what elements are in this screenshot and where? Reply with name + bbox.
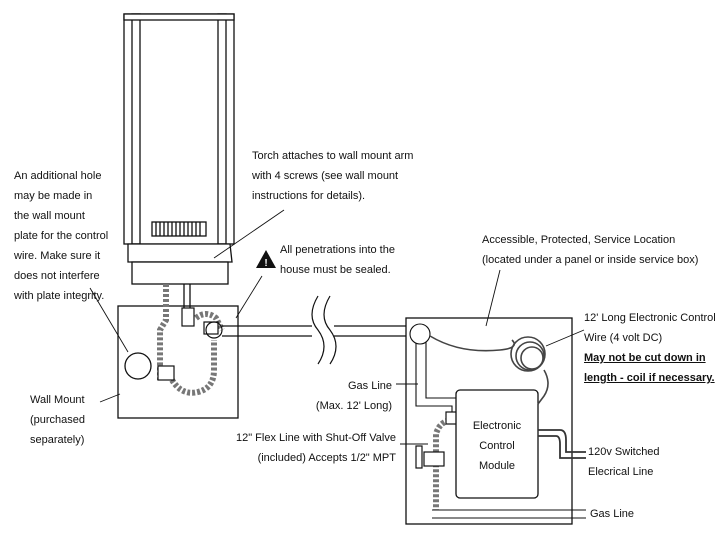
note-line: instructions for details).: [252, 190, 366, 202]
penetrations-note: All penetrations into the house must be …: [280, 240, 395, 280]
electronic-control-module: [455, 389, 539, 499]
note-line: the wall mount: [14, 210, 85, 222]
note-line: separately): [30, 434, 85, 446]
wall-mount-note: Wall Mount (purchased separately): [30, 390, 85, 450]
note-line: 12' Long Electronic Control: [584, 312, 716, 324]
note-line: house must be sealed.: [280, 264, 391, 276]
warning-symbol: !: [264, 258, 267, 269]
note-line: Accessible, Protected, Service Location: [482, 234, 676, 246]
note-line: (purchased: [30, 414, 86, 426]
note-line: Electronic: [472, 420, 522, 432]
gas-line-exit: [432, 509, 586, 519]
note-line: (included) Accepts 1/2" MPT: [257, 452, 396, 464]
warning-triangle-icon: [256, 250, 276, 268]
note-line: wire. Make sure it: [14, 250, 101, 262]
note-line: (located under a panel or inside service…: [482, 254, 699, 266]
note-line: Control: [479, 440, 515, 452]
note-line: Elecrical Line: [588, 466, 654, 478]
additional-hole-note: An additional hole may be made in the wa…: [14, 166, 108, 306]
note-line: Wall Mount: [30, 394, 85, 406]
note-line: All penetrations into the: [280, 244, 395, 256]
note-line: Gas Line: [590, 508, 635, 520]
cut-warning: length - coil if necessary.: [584, 372, 715, 384]
control-module-label: Electronic Control Module: [456, 416, 538, 476]
note-line: plate for the control: [14, 230, 109, 242]
note-line: (Max. 12' Long): [315, 400, 392, 412]
gas-line-long-note: Gas Line (Max. 12' Long): [290, 376, 392, 416]
note-line: with 4 screws (see wall mount: [252, 170, 399, 182]
switched-line-note: 120v Switched Elecrical Line: [588, 442, 660, 482]
control-wire-coil: [429, 335, 549, 405]
gas-line-main: [222, 295, 408, 365]
note-line: Wire (4 volt DC): [584, 332, 663, 344]
note-line: Gas Line: [347, 380, 392, 392]
leader-lines: [89, 209, 585, 445]
note-line: does not interfere: [14, 270, 100, 282]
gas-line-note: Gas Line: [590, 504, 634, 524]
note-line: 12" Flex Line with Shut-Off Valve: [235, 432, 396, 444]
flex-line-on-mount: [157, 284, 225, 396]
mount-fittings: [157, 307, 223, 381]
cut-warning: May not be cut down in: [584, 352, 706, 364]
note-line: with plate integrity.: [14, 290, 105, 302]
torch: [123, 13, 235, 285]
note-line: 120v Switched: [588, 446, 660, 458]
service-location-note: Accessible, Protected, Service Location …: [482, 230, 698, 270]
torch-wire: [183, 284, 191, 308]
electrical-line: [538, 429, 586, 459]
note-line: may be made in: [14, 190, 93, 202]
flex-line-note: 12" Flex Line with Shut-Off Valve (inclu…: [196, 428, 396, 468]
control-wire-note: 12' Long Electronic Control Wire (4 volt…: [584, 308, 716, 388]
note-line: Module: [478, 460, 516, 472]
note-line: Torch attaches to wall mount arm: [252, 150, 414, 162]
torch-attaches-note: Torch attaches to wall mount arm with 4 …: [252, 146, 413, 206]
note-line: An additional hole: [14, 170, 102, 182]
